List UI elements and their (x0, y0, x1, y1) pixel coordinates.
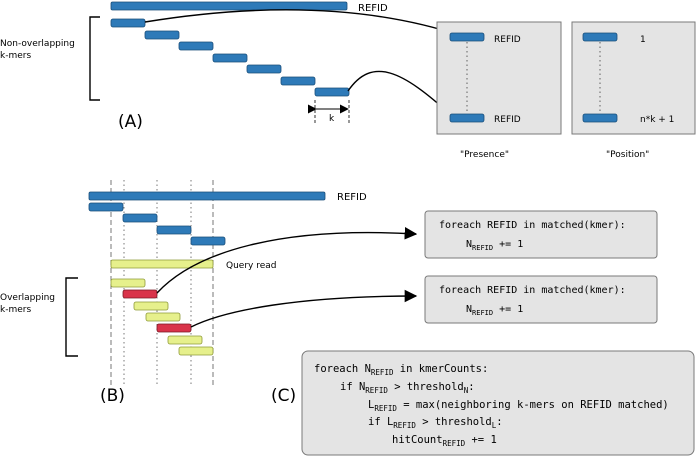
bracket-a-label-1: Non-overlapping (0, 39, 75, 49)
arrow-match-2 (190, 289, 418, 328)
kmer-bar (110, 18, 146, 28)
overlapping-kmers (110, 278, 214, 356)
arrow-match-1 (156, 227, 418, 294)
kmer-bar (582, 32, 618, 42)
panel-a: REFID Non-overlapping k-mers (A) k (0, 1, 696, 160)
position-caption: "Position" (606, 150, 649, 160)
kmer-bar (145, 312, 181, 322)
kmer-bar (246, 64, 282, 74)
matched-kmer-bar (156, 323, 192, 333)
kmer-bar (190, 236, 226, 246)
arrow-first-kmer (144, 9, 464, 39)
kmer-bar (156, 225, 192, 235)
panel-b: REFID Query read Overlapping k-mers (B) (0, 180, 418, 406)
query-read-bar (110, 259, 214, 269)
query-read-label: Query read (226, 261, 276, 271)
threshold-line-3: LREFID = max(neighboring k-mers on REFID… (368, 399, 669, 413)
threshold-box: foreach NREFID in kmerCounts: if NREFID … (301, 350, 695, 456)
kmer-bar (314, 87, 350, 97)
reference-label: REFID (358, 3, 388, 14)
panel-c-label: (C) (271, 386, 296, 406)
kmer-bar (280, 76, 316, 86)
kmer-bar (122, 213, 158, 223)
presence-box: REFID REFID (436, 21, 562, 135)
threshold-line-2: if NREFID > thresholdN: (340, 381, 475, 395)
panel-a-label: (A) (118, 112, 143, 132)
bracket-b (65, 277, 78, 357)
reference-bar (110, 1, 348, 11)
k-dimension: k (307, 100, 350, 124)
bracket-b-label-2: k-mers (0, 305, 31, 315)
threshold-line-5: hitCountREFID += 1 (392, 434, 497, 448)
non-overlapping-kmers (110, 18, 350, 97)
kmer-bar (167, 335, 203, 345)
panel-c: (C) foreach REFID in matched(kmer): NREF… (271, 210, 695, 456)
position-top-text: 1 (640, 35, 646, 45)
kmer-bar (110, 278, 146, 288)
kmer-bar (449, 32, 485, 42)
kmer-bar (582, 113, 618, 123)
count-box-1-line-2: NREFID += 1 (466, 239, 523, 252)
position-bottom-text: n*k + 1 (640, 115, 674, 125)
presence-bottom-text: REFID (494, 115, 521, 125)
k-label: k (329, 114, 335, 124)
panel-b-label: (B) (100, 386, 125, 406)
count-box-1-line-1: foreach REFID in matched(kmer): (439, 220, 626, 231)
threshold-line-1: foreach NREFID in kmerCounts: (314, 363, 488, 377)
count-box-2-line-1: foreach REFID in matched(kmer): (439, 285, 626, 296)
matched-kmer-bar (122, 289, 158, 299)
arrow-last-kmer (347, 70, 453, 117)
bracket-a (89, 16, 100, 101)
threshold-line-4: if LREFID > thresholdL: (368, 416, 503, 430)
kmer-bar (178, 41, 214, 51)
count-box-1: foreach REFID in matched(kmer): NREFID +… (424, 210, 658, 259)
kmer-bar (133, 301, 169, 311)
bracket-b-label-1: Overlapping (0, 293, 55, 303)
kmer-bar (178, 346, 214, 356)
reference-bar (88, 191, 326, 201)
count-box-2-line-2: NREFID += 1 (466, 304, 523, 317)
reference-kmers (88, 202, 226, 246)
kmer-bar (144, 30, 180, 40)
kmer-bar (212, 53, 248, 63)
kmer-bar (88, 202, 124, 212)
reference-label: REFID (337, 192, 367, 203)
kmer-bar (449, 113, 485, 123)
count-box-2: foreach REFID in matched(kmer): NREFID +… (424, 275, 658, 324)
presence-caption: "Presence" (460, 150, 509, 160)
presence-top-text: REFID (494, 35, 521, 45)
position-box: 1 n*k + 1 (571, 21, 696, 135)
bracket-a-label-2: k-mers (0, 51, 31, 61)
